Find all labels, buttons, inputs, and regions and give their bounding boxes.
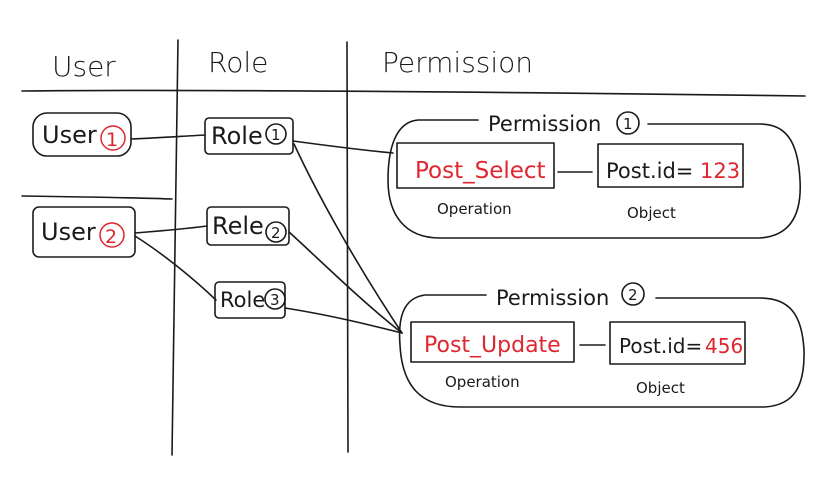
edge-role3-perm2 [284, 307, 403, 334]
object-value: 123 [700, 159, 740, 183]
operation-caption: Operation [445, 373, 520, 391]
edge-role2-perm2 [288, 231, 403, 334]
user-label: User [42, 121, 97, 149]
role-node-1: Role 1 [204, 117, 294, 155]
operation-box [396, 142, 555, 189]
user-column-header: User [52, 50, 116, 83]
edge-role1-perm1 [292, 140, 394, 154]
operation-name: Post_Update [424, 333, 561, 358]
number-circle [616, 111, 640, 135]
number-circle [265, 221, 287, 243]
number-circle [99, 222, 125, 248]
permission-border [387, 119, 801, 239]
operation-box [410, 321, 575, 363]
permission-group-1: Permission 1 Post_Select Operation Post.… [387, 111, 801, 239]
number-circle [264, 288, 286, 310]
permission-group-2: Permission 2 Post_Update Operation Post.… [398, 282, 805, 408]
user-node-2: User 2 [32, 206, 136, 258]
role-number: 3 [270, 291, 280, 309]
edge-user2-role2 [134, 225, 208, 234]
operation-caption: Operation [437, 200, 512, 218]
operation-name: Post_Select [415, 158, 546, 184]
object-prefix: Post.id= [606, 159, 693, 183]
role-column-header: Role [208, 46, 268, 79]
permission-title: Permission [488, 112, 601, 136]
permission-column-header: Permission [382, 46, 533, 79]
edge-user1-role1 [130, 134, 206, 140]
number-circle [100, 125, 126, 151]
permission-number: 2 [628, 286, 638, 304]
object-caption: Object [636, 379, 685, 397]
object-value: 456 [705, 334, 743, 358]
object-box [597, 143, 744, 188]
role-number: 2 [271, 224, 281, 242]
edge-role1-perm2 [293, 143, 403, 334]
user-number: 1 [106, 129, 118, 151]
permission-title: Permission [496, 286, 609, 310]
object-box [609, 321, 746, 365]
permission-number: 1 [623, 115, 633, 133]
header-divider [21, 89, 806, 97]
role-label: Rele [212, 212, 264, 240]
user-label: User [41, 218, 96, 246]
role-number: 1 [271, 126, 281, 144]
role-node-2: Rele 2 [206, 206, 290, 246]
permission-border [398, 294, 805, 408]
user-node-1: User 1 [32, 112, 132, 157]
edge-user2-role3 [134, 235, 217, 301]
user-row-divider [21, 195, 173, 200]
role-label: Role [211, 122, 263, 150]
object-prefix: Post.id= [619, 334, 702, 358]
number-circle [621, 282, 645, 306]
object-caption: Object [627, 204, 676, 222]
user-number: 2 [105, 226, 117, 248]
role-label: Role [220, 288, 265, 312]
role-node-3: Role 3 [214, 281, 286, 319]
number-circle [265, 123, 287, 145]
column-divider-1 [171, 39, 179, 456]
